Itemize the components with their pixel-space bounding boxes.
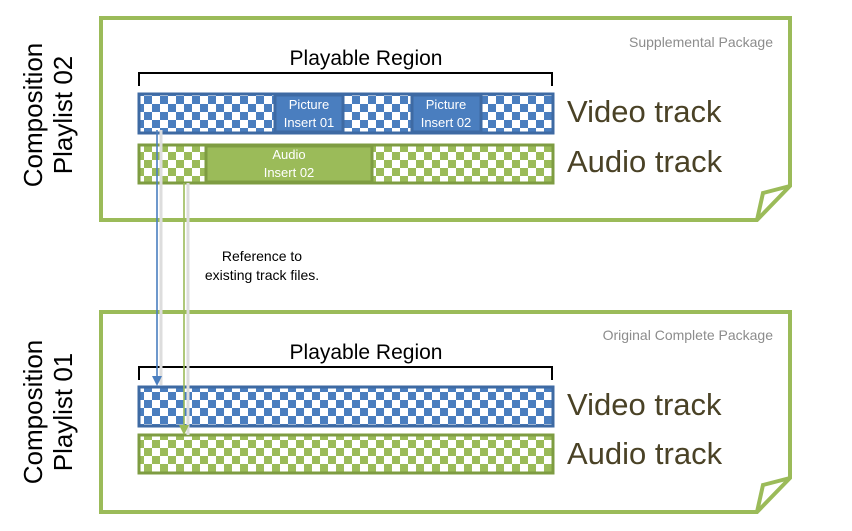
- reference-arrows: Reference to existing track files.: [152, 130, 319, 435]
- picture-insert-02: [410, 93, 483, 134]
- folded-corner: [755, 476, 791, 513]
- playable-region-label: Playable Region: [290, 341, 443, 364]
- video-track: Picture Insert 01 Picture Insert 02: [137, 92, 555, 135]
- svg-text:Audio: Audio: [272, 147, 305, 162]
- video-track-label: Video track: [567, 387, 722, 422]
- audio-track: [137, 433, 555, 475]
- playlist-title-line2: Playlist 02: [48, 56, 78, 175]
- svg-text:Insert 01: Insert 01: [284, 115, 335, 130]
- playable-region-label: Playable Region: [290, 47, 443, 70]
- svg-text:Picture: Picture: [426, 97, 466, 112]
- svg-text:Insert 02: Insert 02: [264, 165, 315, 180]
- video-track-label: Video track: [567, 94, 722, 129]
- reference-note-line1: Reference to: [222, 248, 302, 264]
- playable-region-bracket: [138, 366, 553, 380]
- picture-insert-01: [273, 93, 345, 134]
- supplemental-package: Supplemental Package Composition Playlis…: [18, 16, 792, 222]
- audio-track-label: Audio track: [567, 144, 723, 179]
- playlist-title-line2: Playlist 01: [48, 353, 78, 472]
- original-complete-package: Original Complete Package Composition Pl…: [18, 310, 792, 514]
- reference-note-line2: existing track files.: [205, 267, 319, 283]
- playlist-title-line1: Composition: [18, 43, 48, 188]
- video-track: [137, 385, 555, 428]
- package-label: Original Complete Package: [603, 327, 774, 343]
- audio-insert-02: [204, 144, 374, 184]
- audio-track: Audio Insert 02: [137, 143, 555, 185]
- folded-corner: [755, 184, 791, 221]
- svg-text:Insert 02: Insert 02: [421, 115, 472, 130]
- package-label: Supplemental Package: [629, 34, 773, 50]
- audio-track-label: Audio track: [567, 436, 723, 471]
- playable-region-bracket: [138, 72, 553, 86]
- svg-text:Picture: Picture: [289, 97, 329, 112]
- playlist-title-line1: Composition: [18, 340, 48, 485]
